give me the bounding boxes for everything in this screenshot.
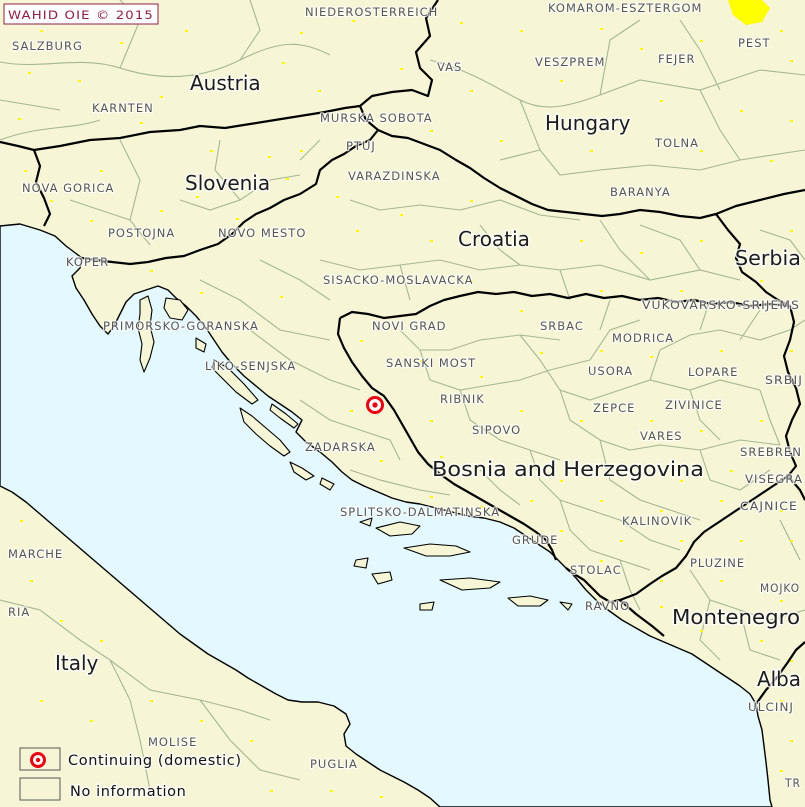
outbreak-ring-icon [366,396,384,414]
country-label-slovenia: Slovenia [185,171,270,195]
region-label-cajnice: CAJNICE [740,499,798,513]
region-label-zivinice: ZIVINICE [665,398,723,412]
region-label-fejer: FEJER [658,52,696,66]
region-label-vares: VARES [640,429,683,443]
region-label-molise: MOLISE [148,735,197,749]
region-label-srebrenica: SREBREN [740,445,802,459]
region-label-modrica: MODRICA [612,331,674,345]
empty-box-icon [19,777,61,801]
country-label-albania: Alba [757,667,801,691]
country-label-montenegro: Montenegro [672,605,800,629]
country-label-austria: Austria [190,71,261,95]
region-label-salzburg: SALZBURG [12,39,83,53]
region-label-splitsko-dalmatinska: SPLITSKO-DALMATINSKA [340,505,500,519]
country-boundaries [0,0,805,705]
region-label-postojna: POSTOJNA [108,226,175,240]
region-label-visegrad: VISEGRA [745,472,803,486]
region-label-zadarska: ZADARSKA [305,440,376,454]
legend: Continuing (domestic) No information [19,747,242,802]
region-label-baranya: BARANYA [610,185,671,199]
credit-box: WAHID OIE © 2015 [3,3,159,25]
region-label-umbria: RIA [8,605,30,619]
islands [137,295,573,611]
region-label-novi-grad: NOVI GRAD [372,319,447,333]
region-label-lopare: LOPARE [688,365,738,379]
legend-item-no-information: No information [19,777,187,802]
region-label-murska-sobota: MURSKA SOBOTA [320,111,433,125]
legend-swatch [19,747,61,771]
region-label-novo-mesto: NOVO MESTO [218,226,306,240]
region-label-puglia: PUGLIA [310,757,358,771]
region-label-komarom-esztergom: KOMAROM-ESZTERGOM [548,1,702,15]
region-label-sipovo: SIPOVO [472,423,521,437]
country-label-bosnia-and-herzegovina: Bosnia and Herzegovina [432,457,704,481]
outbreak-ring-icon [30,752,46,768]
region-label-karnten: KARNTEN [92,101,154,115]
region-label-veszprem: VESZPREM [535,55,605,69]
region-label-sisacko-moslavacka: SISACKO-MOSLAVACKA [323,273,473,287]
region-label-pluzine: PLUZINE [690,556,745,570]
country-label-italy: Italy [55,651,99,675]
region-label-tolna: TOLNA [654,136,699,150]
country-label-croatia: Croatia [458,227,530,251]
adriatic-sea [0,223,773,807]
country-label-serbia: Serbia [735,246,801,270]
region-label-zepce: ZEPCE [593,401,635,415]
region-label-ravno: RAVNO [585,599,630,613]
region-label-srbac: SRBAC [540,319,584,333]
region-label-ptuj: PTUJ [346,139,376,153]
region-label-srbija: SRBIJ [765,373,803,387]
country-label-hungary: Hungary [545,111,631,135]
region-label-nova-gorica: NOVA GORICA [22,181,114,195]
region-label-tr: TR [784,776,801,790]
region-label-mojkovac: MOJKO [760,581,800,595]
legend-label-continuing: Continuing (domestic) [68,753,242,769]
region-label-ulcinj: ULCINJ [748,700,794,714]
legend-label-no-information: No information [70,784,186,800]
region-label-pest: PEST [738,36,771,50]
credit-text: WAHID OIE © 2015 [8,8,154,22]
region-label-primorsko-goranska: PRIMORSKO-GORANSKA [103,319,259,333]
region-label-koper: KOPER [66,255,109,269]
region-label-usora: USORA [588,364,633,378]
legend-item-continuing: Continuing (domestic) [19,747,242,771]
region-label-niederosterreich: NIEDEROSTERREICH [305,5,438,19]
region-labels: NIEDEROSTERREICH KOMAROM-ESZTERGOM PEST … [7,0,804,791]
region-label-liko-senjska: LIKO-SENJSKA [205,359,296,373]
region-label-varazdinska: VARAZDINSKA [348,169,441,183]
region-label-vas: VAS [437,60,462,74]
urban-area [728,0,770,25]
region-label-kalinovik: KALINOVIK [622,514,692,528]
country-labels: Austria Hungary Slovenia Croatia Serbia … [54,70,803,693]
region-label-stolac: STOLAC [570,563,622,577]
region-label-marche: MARCHE [8,547,63,561]
region-label-sanski-most: SANSKI MOST [386,356,476,370]
region-label-ribnik: RIBNIK [440,392,485,406]
region-label-grude: GRUDE [512,533,558,547]
region-label-vukovarsko-srijemska: VUKOVARSKO-SRIJEMS [642,298,800,312]
